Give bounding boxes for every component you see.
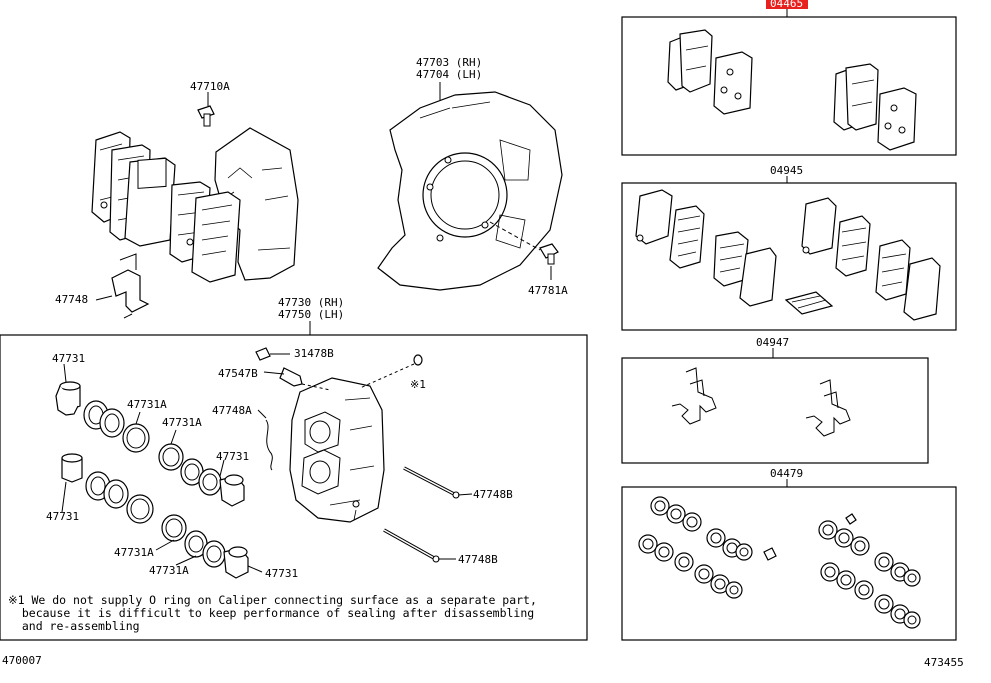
kit-04947-box [621,357,929,464]
label-31478b[interactable]: 31478B [294,347,334,360]
kit-04945-label[interactable]: 04945 [770,164,803,177]
label-47731a-a[interactable]: 47731A [127,398,167,411]
footer-right-code: 473455 [924,656,964,669]
label-ref-1[interactable]: ※1 [410,378,426,391]
label-47748a[interactable]: 47748A [212,404,252,417]
bolt-47781a-drawing [489,221,559,280]
spring-47748a-drawing [265,419,273,471]
note-line-2: because it is difficult to keep performa… [8,606,534,620]
label-47730-rh[interactable]: 47730 (RH) [278,296,344,309]
kit-04947-label[interactable]: 04947 [756,336,789,349]
footer-left-code: 470007 [2,654,42,667]
note-line-1: ※1 We do not supply O ring on Caliper co… [8,593,537,607]
label-47748[interactable]: 47748 [55,293,88,306]
label-47748b-a[interactable]: 47748B [473,488,513,501]
label-47731-b[interactable]: 47731 [216,450,249,463]
kit-04465-label[interactable]: 04465 [770,0,803,10]
caliper-body-drawing [289,377,385,523]
kit-04465-box [621,16,957,156]
label-47731a-b[interactable]: 47731A [162,416,202,429]
caliper-assembly-box [0,334,588,641]
kit-04479-seals-drawing [638,496,921,629]
kit-04945-shims-drawing [635,189,941,321]
kit-04945-box [621,182,957,331]
label-47750-lh[interactable]: 47750 (LH) [278,308,344,321]
label-47731a-d[interactable]: 47731A [149,564,189,577]
pistons-and-seals-drawing [55,363,263,579]
label-47731-a[interactable]: 47731 [52,352,85,365]
kit-04479-box [621,486,957,641]
kit-04479-label[interactable]: 04479 [770,467,803,480]
label-47748b-b[interactable]: 47748B [458,553,498,566]
kit-04465-pads-drawing [667,29,917,151]
label-47703-rh[interactable]: 47703 (RH) [416,56,482,69]
label-47731a-c[interactable]: 47731A [114,546,154,559]
clip-47748-drawing [95,253,150,319]
label-47547b[interactable]: 47547B [218,367,258,380]
note-line-3: and re-assembling [8,619,140,633]
kit-04465-highlight[interactable] [766,0,808,9]
label-47731-d[interactable]: 47731 [265,567,298,580]
label-47731-c[interactable]: 47731 [46,510,79,523]
label-47781a[interactable]: 47781A [528,284,568,297]
dust-cover-drawing [377,82,563,291]
bolt-47710a-drawing [197,92,215,127]
label-47710a[interactable]: 47710A [190,80,230,93]
label-47704-lh[interactable]: 47704 (LH) [416,68,482,81]
o-ring-drawing [413,354,423,366]
grease-packet-drawing [784,291,834,315]
kit-04947-clips-drawing [671,367,851,437]
brake-pad-set-drawing [91,127,299,283]
pad-pins-drawing [383,466,473,563]
bleeder-plug-drawing [255,347,331,391]
